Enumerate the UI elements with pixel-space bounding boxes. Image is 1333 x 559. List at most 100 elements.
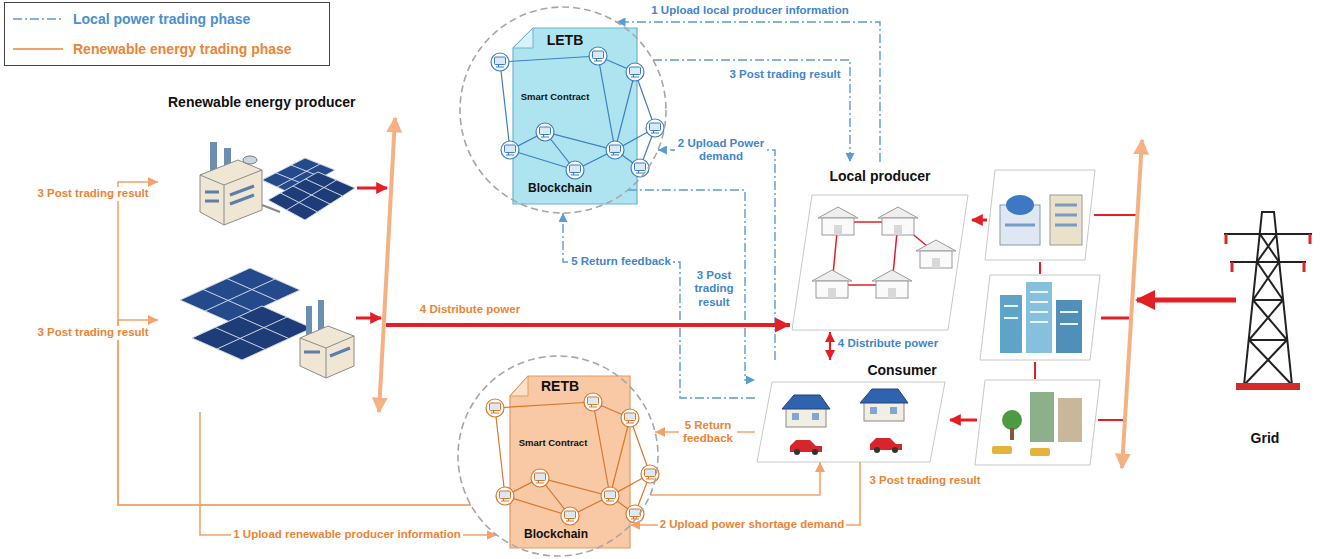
flow-connector (628, 190, 755, 380)
house-icon (818, 207, 858, 235)
solar-plant-illustration (180, 268, 354, 378)
panel-ground (980, 275, 1100, 360)
flow-connector (829, 332, 831, 360)
grid-group: Grid (1205, 205, 1325, 455)
factory-body (200, 160, 262, 225)
house-icon (878, 207, 918, 235)
solar-panel (268, 172, 355, 220)
edge-label-holder: 5 Return feedback (679, 419, 737, 445)
text-slot: Local producer (827, 168, 932, 184)
house-icon (872, 270, 912, 298)
text-slot: Renewable energy producer (166, 94, 358, 110)
flow-connector (118, 320, 471, 505)
edge-label: 3 Post trading result (727, 68, 842, 81)
flow-connector (118, 182, 471, 505)
building-windows (1004, 292, 1078, 324)
factory-edges (200, 170, 262, 225)
factory-windows (304, 348, 350, 356)
edge-label: 5 Return feedback (569, 255, 673, 268)
power-bus (379, 118, 395, 412)
tree (1002, 410, 1022, 430)
blockchain-circle: RETB Smart ContractBlockchain (457, 355, 659, 557)
letb-contract-document (491, 28, 664, 204)
edge-label: 4 Distribute power (836, 337, 940, 350)
consumer-illustration (757, 382, 945, 462)
building (1058, 398, 1082, 442)
solar-panel (180, 268, 300, 322)
group-heading: Grid (1249, 430, 1282, 446)
blockchain-network (491, 47, 664, 179)
group-heading: Renewable energy producer (166, 94, 358, 110)
legend-line-sample (13, 44, 63, 54)
panel-ground (757, 382, 945, 462)
power-feed (972, 219, 987, 222)
power-feed (357, 187, 387, 190)
legend-box: Local power trading phaseRenewable energ… (4, 2, 330, 66)
tower-insulators (1226, 234, 1310, 272)
edge-label-holder: 2 Upload Power demand (675, 137, 767, 163)
text-slot: Grid (1249, 430, 1282, 446)
power-feed (1098, 419, 1124, 421)
flow-connector (658, 150, 775, 360)
panel-ground (792, 195, 968, 330)
blockchain-circle: LETB Smart ContractBlockchain (459, 6, 667, 214)
factory-windows (205, 186, 254, 204)
edge-label: 3 Post trading result (35, 187, 150, 200)
house-icon (812, 270, 852, 298)
power-feed (950, 419, 977, 422)
edge-label: 3 Post trading result (688, 269, 740, 309)
text-slot: LETB (545, 32, 586, 48)
edge-label: 1 Upload renewable producer information (231, 528, 462, 541)
legend-text: Renewable energy trading phase (73, 41, 292, 57)
edge-label-holder: 3 Post trading result (867, 474, 982, 487)
text-slot: Blockchain (522, 528, 590, 542)
blockchain-name: LETB (545, 32, 586, 48)
tower-lattice (1224, 212, 1312, 385)
power-bus (1122, 140, 1142, 468)
text-slot: Blockchain (526, 182, 594, 196)
solar-panel (192, 306, 312, 360)
edge-label-holder: 3 Post trading result (727, 68, 842, 81)
edge-label-holder: 4 Distribute power (836, 337, 940, 350)
tree-trunk (1010, 428, 1014, 440)
group-heading: Consumer (865, 362, 938, 378)
legend-row: Local power trading phase (13, 9, 250, 29)
edge-label-holder: 1 Upload local producer information (649, 4, 850, 17)
consumer-group: Consumer (755, 360, 945, 462)
legend-line-sample (13, 14, 63, 24)
blockchain-label: Blockchain (526, 182, 594, 196)
producer-group: Renewable energy producer (158, 88, 386, 412)
edge-label: 4 Distribute power (418, 303, 522, 316)
panel-ground (985, 170, 1095, 260)
local-producer-illustration (792, 195, 968, 330)
car-icon (992, 446, 1012, 454)
edge-label-holder: 3 Post trading result (35, 326, 150, 339)
edge-label: 2 Upload power shortage demand (658, 518, 847, 531)
building-windows (1005, 205, 1077, 225)
house-icon (916, 240, 956, 268)
text-slot: Smart Contract (517, 438, 590, 449)
grid-feed (1137, 298, 1236, 303)
flow-connector (386, 323, 790, 327)
solar-plant-illustration (200, 142, 355, 225)
building-dome (1006, 195, 1034, 215)
edge-label-holder: 2 Upload power shortage demand (658, 518, 847, 531)
legend-line (13, 18, 63, 20)
smart-contract-label: Smart Contract (519, 92, 592, 103)
edge-label: 3 Post trading result (35, 326, 150, 339)
edge-label: 1 Upload local producer information (649, 4, 850, 17)
blue-roof-house (860, 389, 908, 421)
power-feed (1039, 262, 1041, 274)
flow-connector (650, 462, 820, 495)
edge-label-holder: 5 Return feedback (569, 255, 673, 268)
tank (243, 156, 257, 164)
dashed-circle-outline (460, 7, 666, 213)
building (1050, 195, 1082, 245)
group-heading: Local producer (827, 168, 932, 184)
edge-label: 3 Post trading result (867, 474, 982, 487)
dashed-circle-outline (458, 356, 658, 556)
text-slot: RETB (539, 378, 581, 394)
edge-label: 2 Upload Power demand (675, 137, 767, 163)
panel-grid (203, 279, 277, 312)
